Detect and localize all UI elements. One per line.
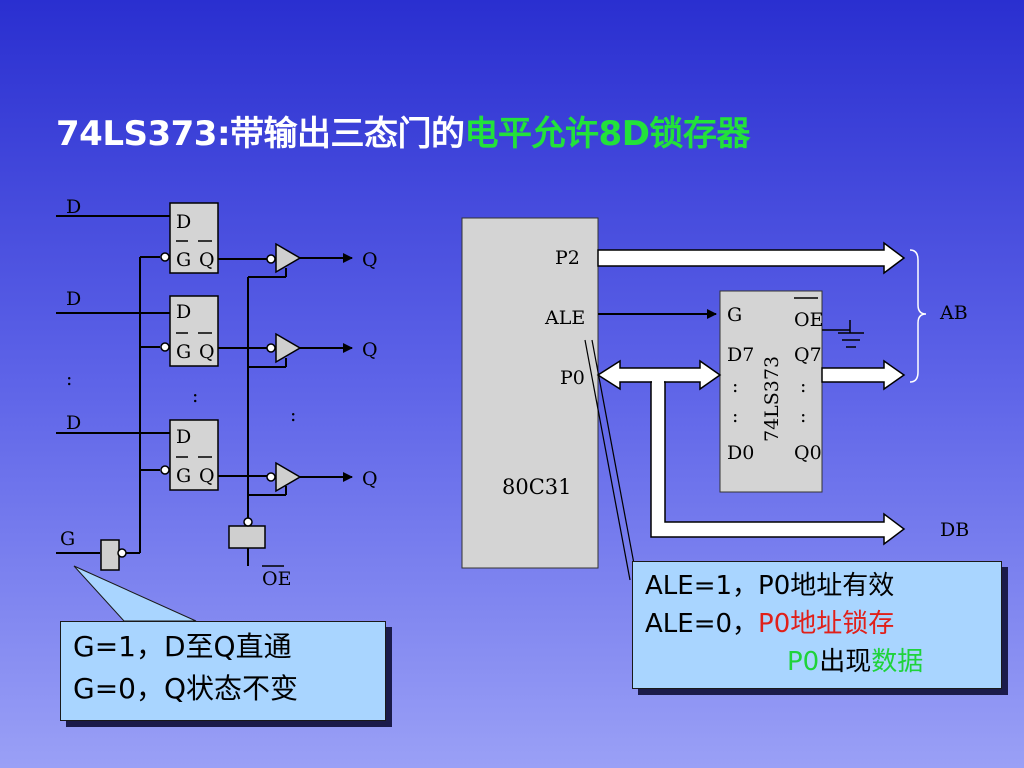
latch-name: 74LS373	[761, 356, 783, 442]
ab-brace	[909, 249, 927, 383]
callout-g-pointer	[73, 565, 197, 622]
latch-3-g: G	[176, 465, 191, 487]
g-bubble-1	[160, 252, 170, 262]
mcu-p2-label: P2	[555, 247, 580, 269]
latch-3-q: Q	[199, 465, 215, 487]
bus-ab-label: AB	[939, 302, 968, 324]
ground-icon	[822, 320, 864, 348]
g-bubble-2	[160, 342, 170, 352]
oe-label: OE	[262, 568, 291, 590]
latch-g-label: G	[727, 304, 742, 326]
tristate-buffer-2	[275, 332, 302, 364]
callout-ale-line-2: ALE=0，P0地址锁存	[645, 605, 1001, 643]
callout-g-description: G=1，D至Q直通 G=0，Q状态不变	[60, 621, 386, 721]
latch-1-q: Q	[199, 249, 215, 271]
db-bus-joint	[652, 380, 664, 386]
tristate-buffer-1	[275, 242, 302, 274]
latch-d-dots-2: :	[732, 405, 738, 427]
latch-box-1	[169, 202, 219, 274]
left-latch-boxes	[160, 202, 219, 491]
latch-2-g: G	[176, 341, 191, 363]
db-bus-arrow	[650, 381, 906, 546]
latch-3-d: D	[176, 426, 191, 448]
callout-ale-line-3-mid: 出现	[819, 647, 872, 677]
input-dots-label: :	[66, 368, 72, 390]
mcu-block	[461, 217, 599, 569]
latch-d7-label: D7	[727, 344, 754, 366]
callout-ale-pointer-2	[591, 339, 638, 581]
callout-ale-description: ALE=1，P0地址有效 ALE=0，P0地址锁存 P0出现数据	[632, 561, 1002, 689]
callout-g-line-2: G=0，Q状态不变	[73, 672, 299, 705]
callout-g-line-1: G=1，D至Q直通	[73, 630, 292, 663]
latch-box-3	[169, 419, 219, 491]
page-title: 74LS373:带输出三态门的电平允许8D锁存器	[56, 106, 750, 155]
d-label-1: D	[66, 196, 81, 218]
p2-bus-arrow	[597, 241, 906, 275]
callout-ale-line-1: ALE=1，P0地址有效	[645, 571, 895, 601]
q-output-label-3: Q	[362, 468, 378, 490]
latch-2-q: Q	[199, 341, 215, 363]
callout-ale-line-3-p0: P0	[787, 647, 820, 677]
callout-ale-line-2-prefix: ALE=0，	[645, 609, 759, 639]
left-circuit	[56, 215, 353, 566]
latch-d-dots-1: :	[732, 375, 738, 397]
latch-q-dots-2: :	[800, 405, 806, 427]
d-label-2: D	[66, 288, 81, 310]
callout-ale-line-3: P0出现数据	[645, 643, 1001, 681]
mcu-name: 80C31	[502, 475, 572, 499]
latch-d0-label: D0	[727, 442, 754, 464]
g-buffer-bubble	[117, 548, 127, 558]
latch-dots: :	[192, 385, 198, 407]
latch-q-dots-1: :	[800, 375, 806, 397]
mcu-ale-label: ALE	[544, 307, 585, 329]
latch-373-block	[719, 290, 823, 493]
p0-latch-bus	[596, 359, 722, 391]
callout-ale-line-3-data: 数据	[871, 647, 924, 677]
bus-db-label: DB	[940, 519, 969, 541]
title-highlight: 电平允许8D锁存器	[464, 114, 751, 154]
title-prefix: 74LS373:带输出三态门的	[56, 114, 465, 154]
tristate-buffers	[266, 242, 302, 493]
q-output-label-1: Q	[362, 249, 378, 271]
latch-2-d: D	[176, 301, 191, 323]
d-label-3: D	[66, 412, 81, 434]
callout-ale-line-2-highlight: P0地址锁存	[758, 609, 895, 639]
oe-buffer-bubble	[243, 517, 253, 527]
g-input-label: G	[60, 528, 75, 550]
tristate-buffer-3	[275, 461, 302, 493]
latch-box-2	[169, 295, 219, 367]
g-bubble-3	[160, 465, 170, 475]
buffer-dots: :	[290, 404, 296, 426]
latch-1-g: G	[176, 249, 191, 271]
callout-ale-line-2-p0: P0地址锁存	[758, 609, 894, 639]
latch-q0-label: Q0	[794, 442, 822, 464]
latch-out-bus-arrow	[821, 359, 906, 391]
latch-1-d: D	[176, 211, 191, 233]
latch-oe-label: OE	[794, 309, 823, 331]
g-buffer	[100, 539, 120, 571]
latch-q7-label: Q7	[794, 344, 822, 366]
mcu-p0-label: P0	[560, 367, 585, 389]
q-output-label-2: Q	[362, 339, 378, 361]
callout-ale-pointer-1	[584, 339, 631, 581]
oe-buffer	[228, 525, 266, 549]
